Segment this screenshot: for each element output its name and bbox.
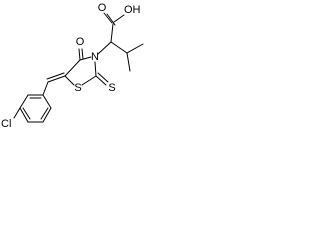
atom-labels: OH O O N S S Cl <box>1 2 141 130</box>
bond-c-cl <box>13 107 21 119</box>
bond-alpha-n <box>97 41 112 55</box>
bond-c2-s1 <box>81 75 97 86</box>
bond-c-o-double-2 <box>106 13 116 26</box>
bond-c5-ch-double-1 <box>47 75 66 83</box>
atom-label-ring-n: N <box>91 51 99 63</box>
atom-label-carboxyl-o: O <box>98 2 107 14</box>
atom-label-ring-carbonyl-o: O <box>76 36 85 48</box>
atom-label-thione-s: S <box>108 82 115 94</box>
bond-ar-inner-3 <box>40 107 49 120</box>
bond-ar-2 <box>19 94 29 109</box>
bond-c-oh <box>113 14 125 23</box>
bond-lines <box>13 12 144 123</box>
bond-ar-3 <box>19 107 29 123</box>
bond-c5-c4 <box>64 59 81 77</box>
bond-alpha-ch <box>110 41 128 54</box>
bond-ch-me2 <box>126 52 131 72</box>
bond-c4-o-double-2 <box>81 48 84 60</box>
bond-c5-ch-double-2 <box>46 72 65 80</box>
bond-ar-6 <box>42 94 52 109</box>
bond-c2-s-double-2 <box>97 72 109 83</box>
bond-c4-o-double-1 <box>78 48 81 61</box>
bond-n-c2 <box>94 61 97 77</box>
bond-s1-c5 <box>64 75 75 86</box>
atom-label-ring-s: S <box>74 82 81 94</box>
bond-ch-ar <box>42 81 49 96</box>
atom-label-chlorine: Cl <box>1 118 11 130</box>
bond-c-alpha <box>110 23 114 43</box>
chemical-structure-diagram: OH O O N S S Cl <box>1 2 144 130</box>
bond-c2-s-double-1 <box>95 75 107 86</box>
atom-label-oh: OH <box>124 4 141 16</box>
bond-c-o-double-1 <box>103 12 113 24</box>
bond-ar-inner-2 <box>22 107 31 120</box>
bond-n-c4 <box>79 56 92 61</box>
bond-ch-me1 <box>126 43 144 54</box>
bond-ar-5 <box>42 107 52 123</box>
